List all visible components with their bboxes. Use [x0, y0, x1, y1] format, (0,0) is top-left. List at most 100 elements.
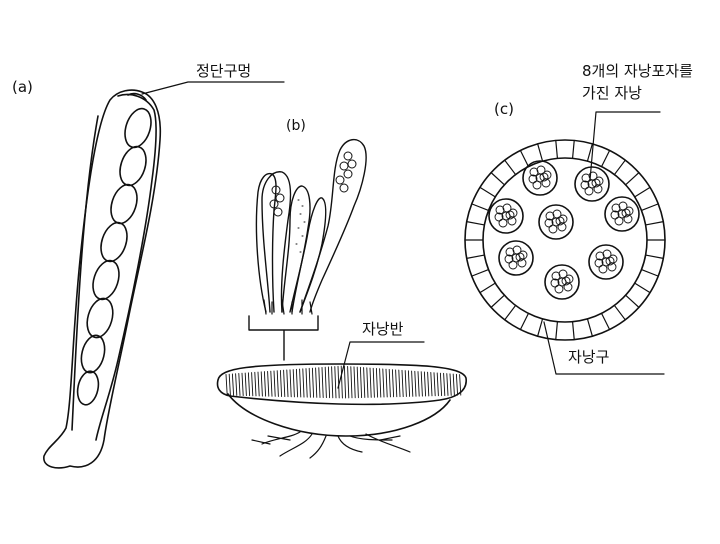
ascospore: [124, 107, 152, 149]
ascospore: [343, 151, 353, 161]
striation-line: [257, 371, 260, 397]
ascospore: [515, 252, 525, 262]
asci-c: [488, 160, 640, 300]
cleistothecium-outer: [464, 139, 666, 341]
striation-line: [404, 370, 407, 397]
striation-line: [289, 369, 292, 398]
wall-cell-divider: [613, 159, 626, 176]
striation-line: [343, 365, 347, 399]
striation-line: [375, 368, 379, 398]
striation-line: [283, 369, 286, 398]
striation-line: [369, 367, 372, 398]
ascospore: [557, 222, 567, 232]
striation-line: [263, 371, 267, 397]
ascospore: [494, 212, 504, 222]
ascospore: [80, 334, 106, 374]
striation-line: [379, 368, 382, 398]
striation-line: [270, 370, 273, 397]
ascospore: [110, 183, 138, 225]
striation-line: [359, 366, 363, 399]
striation-line: [382, 368, 385, 398]
striation-line: [407, 370, 411, 397]
striation-line: [395, 369, 398, 398]
ascospore: [598, 264, 608, 274]
striation-line: [439, 372, 443, 397]
ascospore: [92, 259, 120, 301]
wall-cell-divider: [640, 203, 659, 211]
striation-line: [337, 365, 340, 399]
wall-cell-divider: [586, 318, 593, 337]
panel-b-tag: (b): [286, 118, 306, 134]
wall-cells: [464, 139, 666, 341]
ascospore: [561, 276, 571, 286]
ascospore: [584, 186, 594, 196]
striation-line: [273, 370, 276, 397]
cleistothecium-drawing: [464, 111, 666, 375]
ascospore: [605, 256, 615, 266]
striation-line: [225, 373, 228, 396]
striation-line: [231, 373, 235, 396]
ascospore: [269, 199, 279, 209]
wall-cell-divider: [600, 312, 611, 331]
striation-line: [299, 368, 302, 398]
wall-cell-divider: [504, 159, 517, 176]
striation-line: [334, 366, 337, 399]
wall-cell-divider: [466, 254, 485, 259]
bracket-b: [248, 315, 319, 361]
wall-cell-divider: [555, 139, 559, 159]
striation-line: [414, 370, 417, 397]
wall-cell-divider: [519, 149, 530, 168]
striation-line: [331, 366, 334, 399]
ascospore: [554, 284, 564, 294]
cleistothecium-label: 자낭구: [568, 348, 610, 366]
ascus-a-inner-wall: [71, 93, 157, 441]
ascus-c: [522, 160, 558, 196]
apical-pore-label: 정단구멍: [196, 62, 252, 80]
ascospore: [76, 370, 100, 406]
ascospore: [119, 145, 147, 187]
striation-line: [286, 369, 289, 398]
striation-line: [260, 371, 263, 397]
ascospore: [347, 159, 357, 169]
striation-line: [305, 368, 308, 398]
ascus-c-leader-line: [589, 111, 661, 181]
cleistothecium-inner: [482, 157, 648, 323]
striation-line: [350, 366, 353, 399]
ascospore: [505, 247, 515, 257]
striation-line: [372, 367, 375, 398]
wall-cell-divider: [613, 304, 626, 321]
ascospore: [610, 210, 620, 220]
ascospore: [335, 175, 345, 185]
wall-cell-divider: [571, 139, 575, 159]
striation-line: [254, 371, 257, 397]
striation-line: [292, 369, 295, 398]
striation-line: [279, 370, 283, 397]
striation-line: [455, 373, 459, 396]
ascospore: [507, 216, 517, 226]
ascus-c: [538, 204, 574, 240]
ascospore: [100, 221, 128, 263]
striation-line: [452, 373, 455, 396]
striation-line: [411, 370, 414, 397]
ascospore: [591, 178, 601, 188]
ascospore: [505, 210, 515, 220]
ascus-b-1: [255, 172, 277, 313]
ascospore: [541, 178, 551, 188]
ascospore: [545, 211, 555, 221]
rhizoids: [251, 431, 411, 459]
striation-line: [315, 367, 318, 398]
ascospore: [544, 218, 554, 228]
striation-line: [420, 371, 423, 397]
striation-line: [311, 367, 315, 398]
ascospore: [275, 193, 285, 203]
striation-line: [417, 371, 420, 397]
striation-line: [401, 369, 404, 397]
wall-cell-divider: [466, 221, 485, 226]
ascus-a-outline: [43, 89, 162, 469]
striation-line: [366, 367, 369, 398]
ascospore: [273, 207, 283, 217]
ascospore: [343, 169, 353, 179]
ascus-b-5: [299, 139, 367, 313]
wall-cell-divider: [645, 221, 664, 226]
striation-line: [433, 372, 436, 397]
